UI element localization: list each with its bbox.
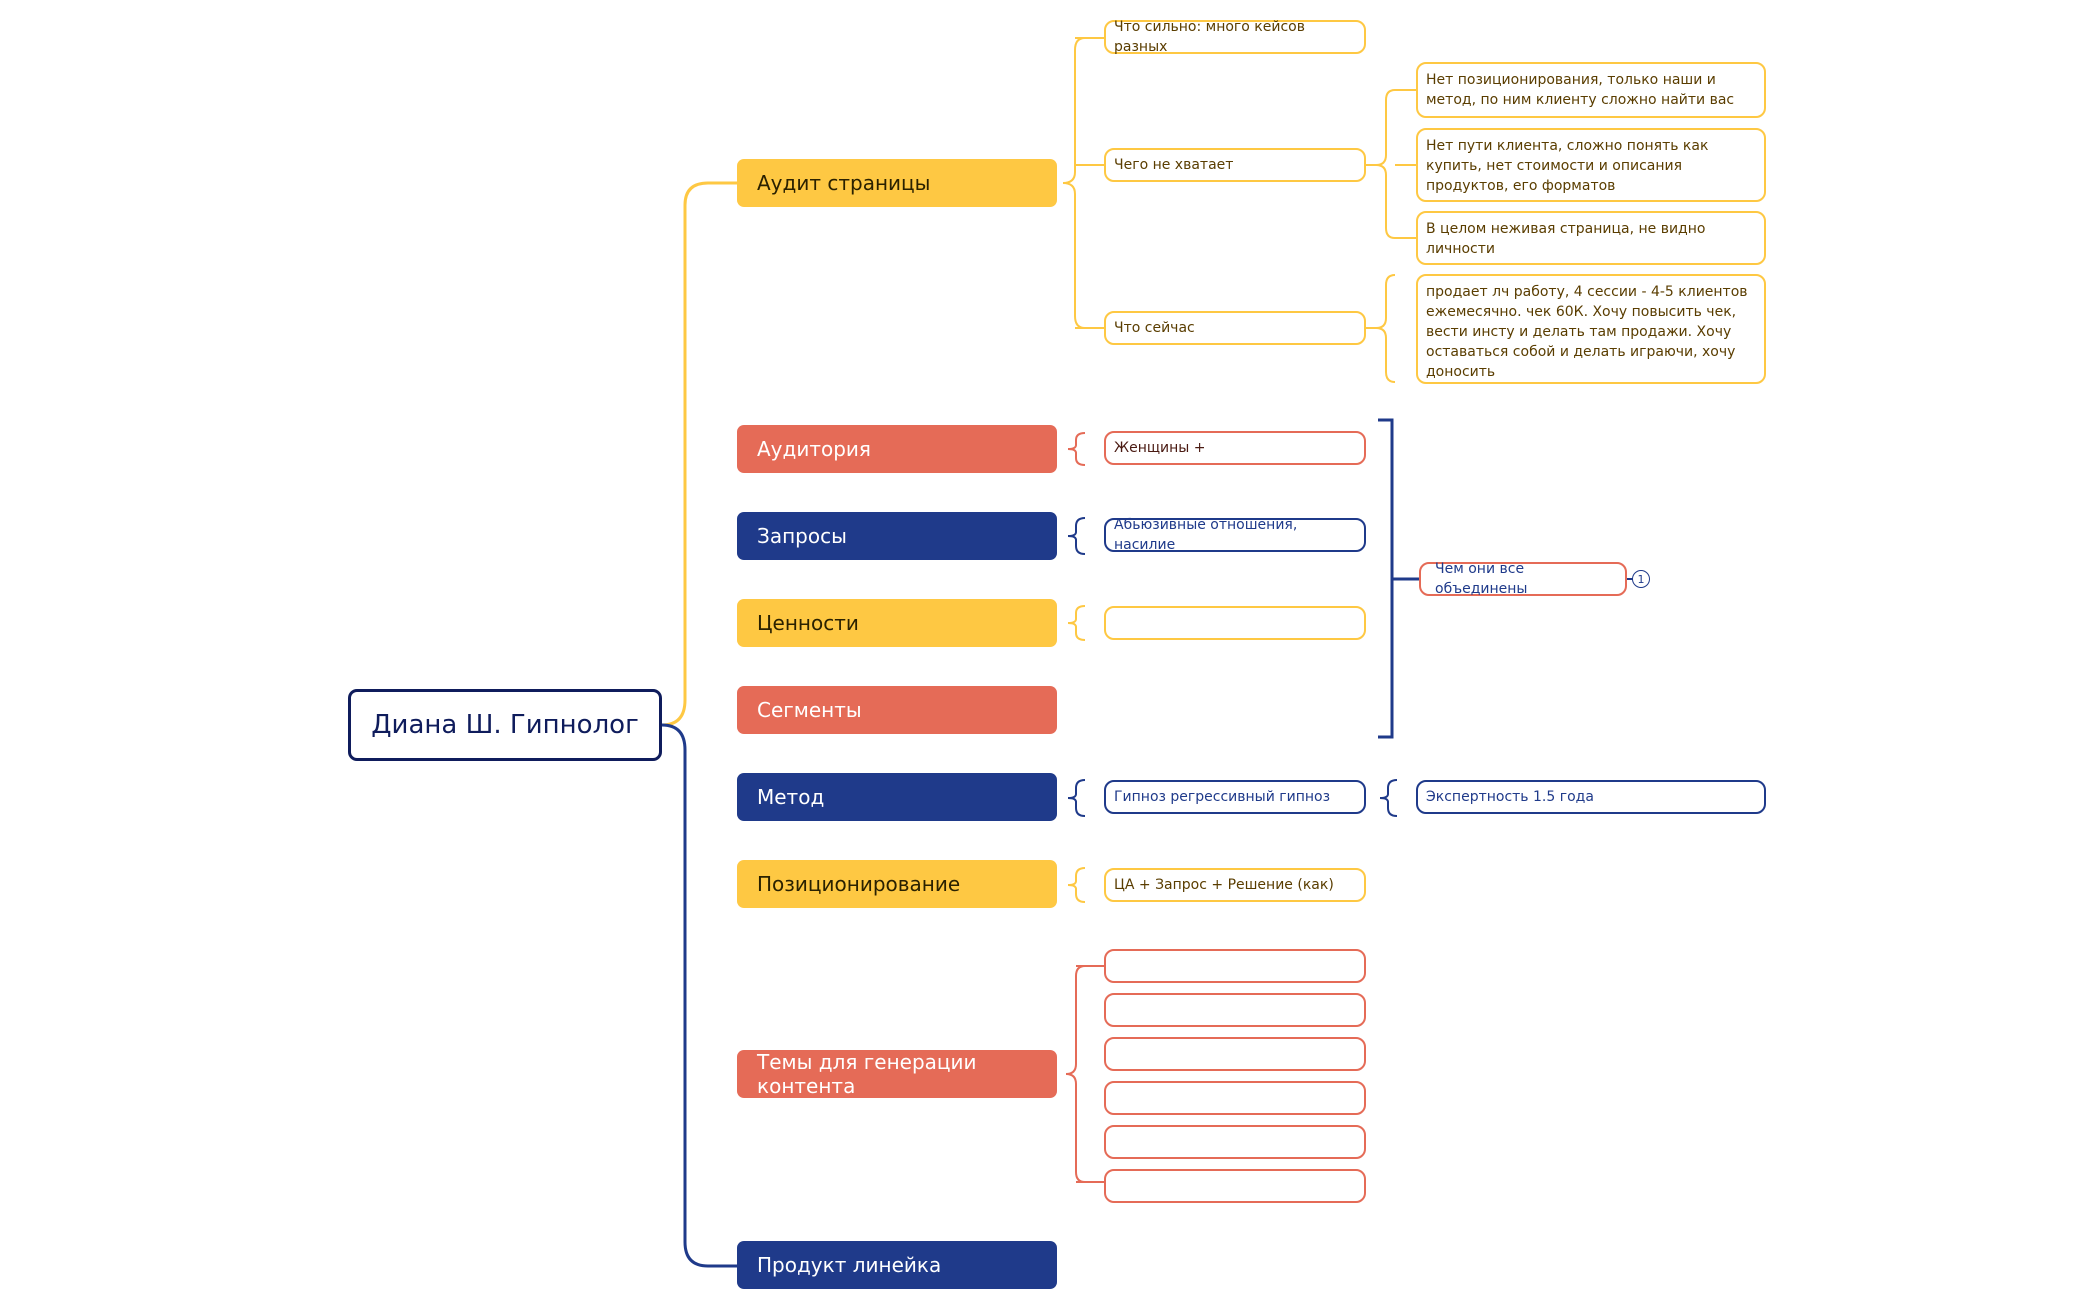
values-brace bbox=[1067, 605, 1086, 641]
content-topic-slot[interactable] bbox=[1104, 1081, 1366, 1115]
summary-bracket bbox=[1378, 418, 1394, 739]
audit-missing[interactable]: Чего не хватает bbox=[1104, 148, 1366, 182]
audience-brace bbox=[1067, 432, 1086, 466]
category-requests[interactable]: Запросы bbox=[737, 512, 1057, 560]
category-product-line[interactable]: Продукт линейка bbox=[737, 1241, 1057, 1289]
missing-item-positioning[interactable]: Нет позиционирования, только наши и мето… bbox=[1416, 62, 1766, 118]
category-content-topics[interactable]: Темы для генерации контента bbox=[737, 1050, 1057, 1098]
content-topic-slot[interactable] bbox=[1104, 993, 1366, 1027]
category-method[interactable]: Метод bbox=[737, 773, 1057, 821]
category-audience[interactable]: Аудитория bbox=[737, 425, 1057, 473]
audience-item[interactable]: Женщины + bbox=[1104, 431, 1366, 465]
audit-now[interactable]: Что сейчас bbox=[1104, 311, 1366, 345]
missing-item-lifeless[interactable]: В целом неживая страница, не видно лично… bbox=[1416, 211, 1766, 265]
content-topic-slot[interactable] bbox=[1104, 1169, 1366, 1203]
category-audit[interactable]: Аудит страницы bbox=[737, 159, 1057, 207]
root-connector-down bbox=[661, 723, 737, 1268]
content-topic-slot[interactable] bbox=[1104, 949, 1366, 983]
root-node[interactable]: Диана Ш. Гипнолог bbox=[348, 689, 662, 761]
now-brace bbox=[1375, 274, 1396, 383]
method-item[interactable]: Гипноз регрессивный гипноз bbox=[1104, 780, 1366, 814]
method-brace bbox=[1067, 779, 1086, 817]
now-detail[interactable]: продает лч работу, 4 сессии - 4-5 клиент… bbox=[1416, 274, 1766, 384]
missing-item-client-path[interactable]: Нет пути клиента, сложно понять как купи… bbox=[1416, 128, 1766, 202]
expertise-item[interactable]: Экспертность 1.5 года bbox=[1416, 780, 1766, 814]
root-connector-up bbox=[661, 181, 737, 727]
category-segments[interactable]: Сегменты bbox=[737, 686, 1057, 734]
content-topic-slot[interactable] bbox=[1104, 1125, 1366, 1159]
category-values[interactable]: Ценности bbox=[737, 599, 1057, 647]
content-topic-slot[interactable] bbox=[1104, 1037, 1366, 1071]
audit-brace bbox=[1062, 37, 1086, 329]
audit-strong[interactable]: Что сильно: много кейсов разных bbox=[1104, 19, 1366, 55]
topics-brace bbox=[1065, 965, 1086, 1183]
requests-item[interactable]: Абьюзивные отношения, насилие bbox=[1104, 517, 1366, 553]
requests-brace bbox=[1067, 517, 1086, 555]
expertise-brace bbox=[1379, 779, 1398, 817]
summary-united[interactable]: Чем они все объединены bbox=[1419, 561, 1627, 597]
values-item[interactable] bbox=[1104, 606, 1366, 640]
missing-brace bbox=[1375, 89, 1396, 239]
positioning-item[interactable]: ЦА + Запрос + Решение (как) bbox=[1104, 868, 1366, 902]
positioning-brace bbox=[1067, 867, 1086, 903]
comment-count-badge[interactable]: 1 bbox=[1632, 570, 1650, 588]
category-positioning[interactable]: Позиционирование bbox=[737, 860, 1057, 908]
